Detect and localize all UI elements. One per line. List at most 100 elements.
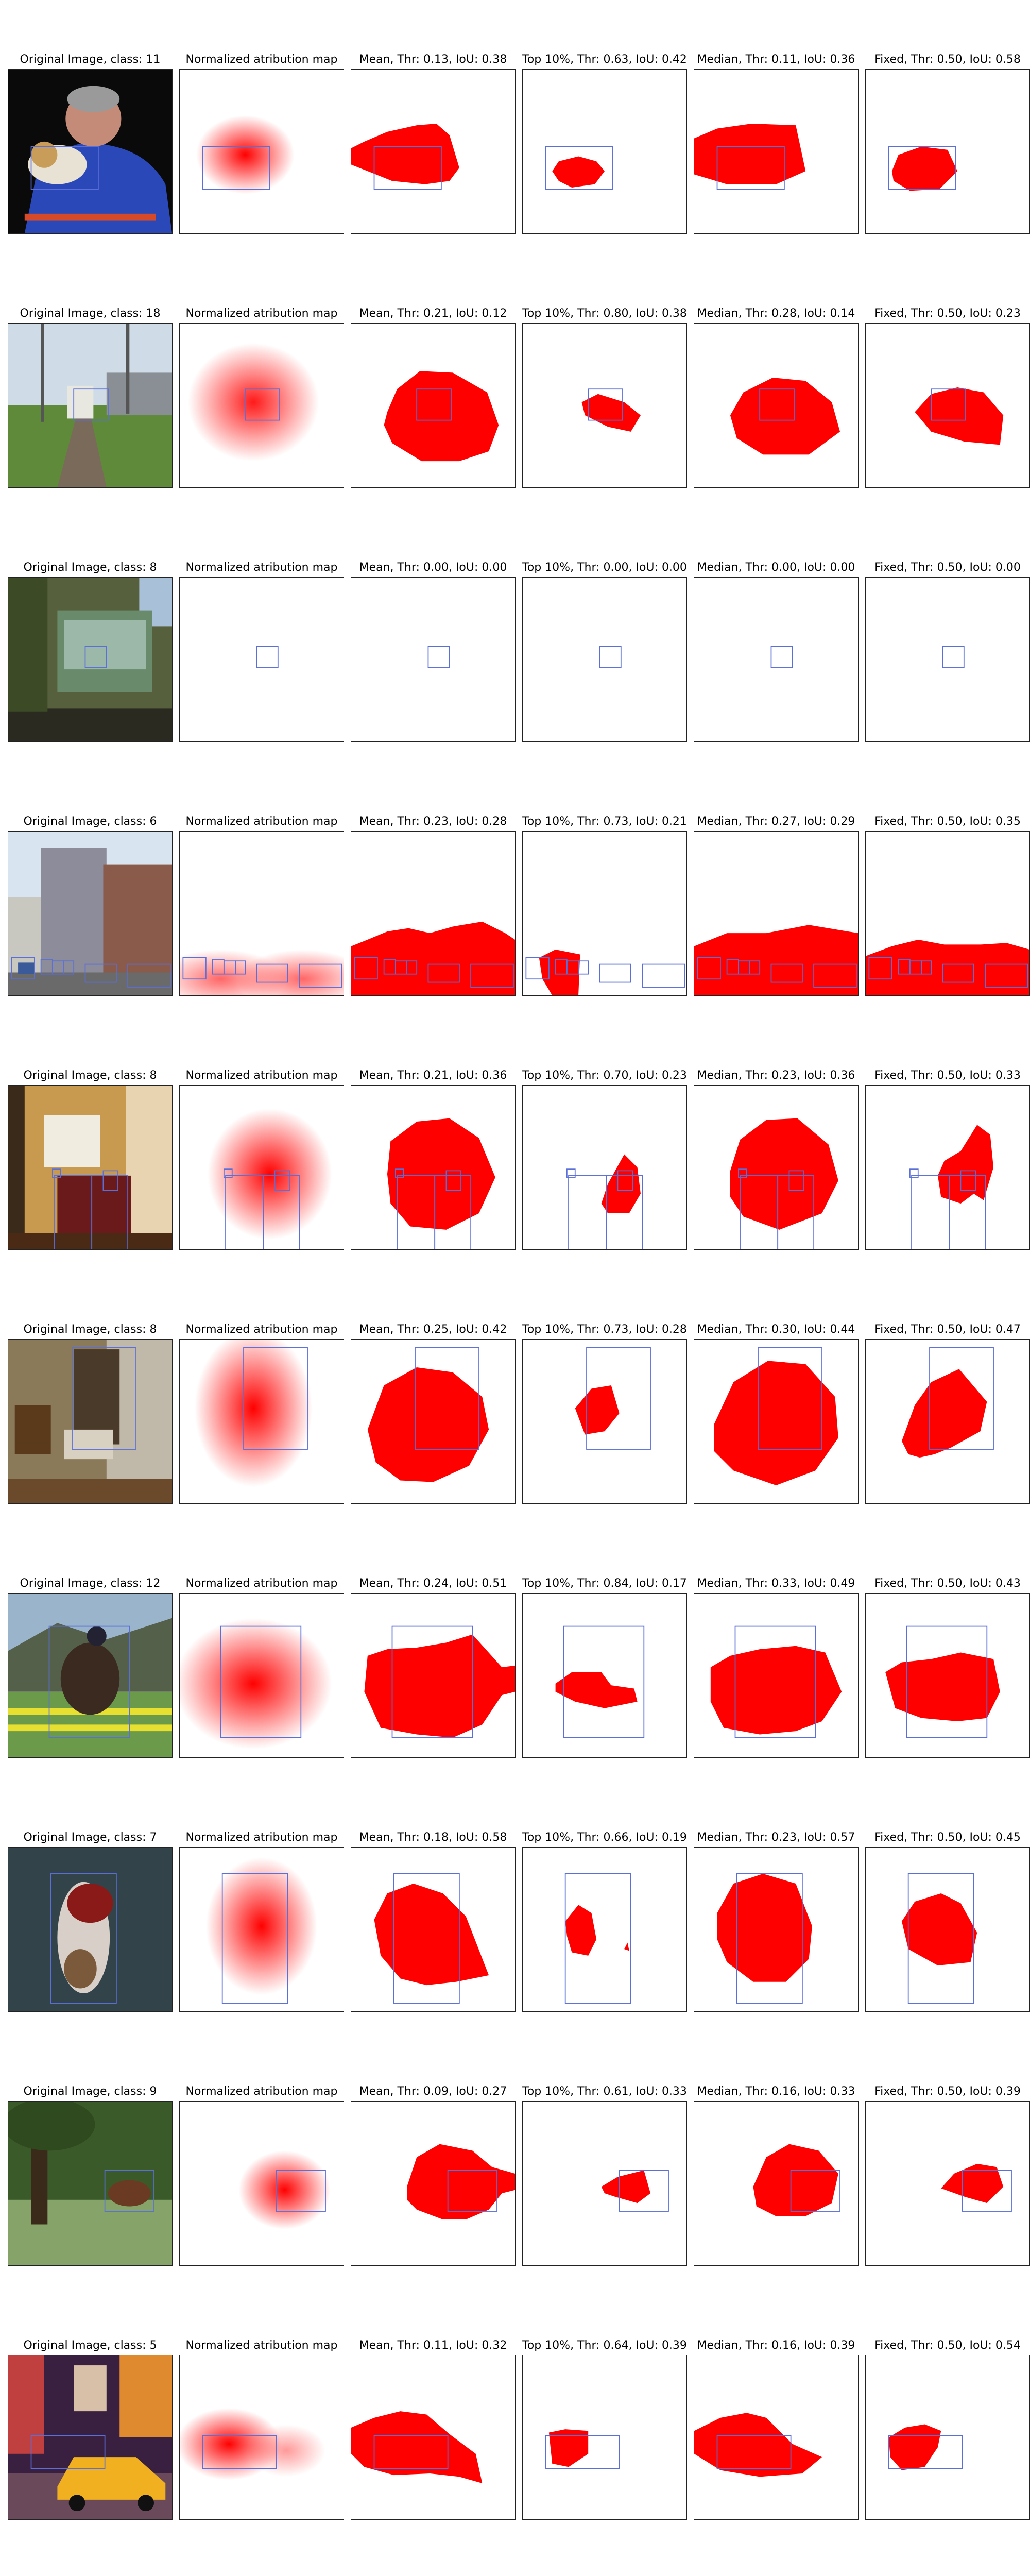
- original-image-street-buildings: [8, 831, 173, 996]
- bbox: [127, 963, 171, 988]
- mask-region: [407, 2144, 515, 2219]
- bbox: [697, 957, 721, 980]
- original-image-cow-tree: [8, 2101, 173, 2266]
- bbox: [868, 957, 892, 980]
- original-image-chair-room: [8, 1339, 173, 1504]
- bbox: [406, 960, 418, 975]
- mask-region: [539, 949, 580, 995]
- mean-threshold-mask: [351, 1339, 516, 1504]
- bbox: [447, 2170, 497, 2212]
- top10-threshold-mask: [522, 1339, 687, 1504]
- top10-mask-title: Top 10%, Thr: 0.73, IoU: 0.21: [522, 815, 687, 828]
- fixed-mask-title: Fixed, Thr: 0.50, IoU: 0.47: [874, 1323, 1021, 1336]
- bbox: [906, 1625, 988, 1738]
- mask-region: [555, 1672, 638, 1708]
- bbox: [586, 1347, 651, 1450]
- original-image-title: Original Image, class: 8: [23, 1069, 157, 1082]
- mask-region: [575, 1385, 620, 1435]
- bbox: [393, 1873, 460, 2004]
- original-image-title: Original Image, class: 8: [23, 561, 157, 574]
- mean-mask-title: Mean, Thr: 0.11, IoU: 0.32: [359, 2339, 507, 2352]
- top10-mask-title: Top 10%, Thr: 0.80, IoU: 0.38: [522, 307, 687, 320]
- bbox: [545, 2435, 620, 2469]
- mean-threshold-mask: [351, 69, 516, 234]
- bbox: [50, 1873, 117, 2004]
- heat-blob: [208, 1108, 332, 1240]
- bbox: [256, 963, 288, 983]
- bbox: [220, 1625, 302, 1738]
- mask-region: [694, 925, 858, 995]
- mean-threshold-mask: [351, 1847, 516, 2012]
- fixed-mask-title: Fixed, Thr: 0.50, IoU: 0.33: [874, 1069, 1021, 1082]
- bbox: [734, 1625, 816, 1738]
- fixed-threshold-mask: [865, 1847, 1030, 2012]
- mean-threshold-mask: [351, 2101, 516, 2266]
- median-mask-title: Median, Thr: 0.16, IoU: 0.33: [697, 2085, 855, 2098]
- bbox: [909, 1168, 919, 1178]
- mask-region: [730, 1118, 838, 1230]
- bbox: [299, 963, 342, 988]
- heat-blob: [237, 949, 344, 995]
- bbox: [758, 1347, 822, 1450]
- original-image-man-with-dog: [8, 69, 173, 234]
- mean-threshold-mask: [351, 323, 516, 488]
- mask-region: [730, 377, 840, 455]
- mean-threshold-mask: [351, 1085, 516, 1250]
- top10-mask-title: Top 10%, Thr: 0.66, IoU: 0.19: [522, 1831, 687, 1844]
- fixed-mask-title: Fixed, Thr: 0.50, IoU: 0.23: [874, 307, 1021, 320]
- bbox: [221, 1873, 288, 2004]
- mean-mask-title: Mean, Thr: 0.25, IoU: 0.42: [359, 1323, 507, 1336]
- mask-region: [753, 2144, 838, 2216]
- top10-mask-title: Top 10%, Thr: 0.73, IoU: 0.28: [522, 1323, 687, 1336]
- mean-mask-title: Mean, Thr: 0.09, IoU: 0.27: [359, 2085, 507, 2098]
- attribution-map: [179, 577, 344, 742]
- mask-region: [885, 1652, 1000, 1722]
- bbox: [202, 2435, 277, 2469]
- fixed-threshold-mask: [865, 2101, 1030, 2266]
- top10-threshold-mask: [522, 69, 687, 234]
- bbox: [30, 146, 99, 190]
- mean-mask-title: Mean, Thr: 0.24, IoU: 0.51: [359, 1577, 507, 1590]
- bbox: [737, 1168, 747, 1178]
- bbox: [942, 646, 965, 668]
- bbox: [907, 1873, 974, 2004]
- bbox: [942, 963, 974, 983]
- mask-region: [581, 394, 641, 432]
- attribution-map-title: Normalized atribution map: [185, 561, 338, 574]
- bbox: [91, 1175, 129, 1249]
- top10-threshold-mask: [522, 1847, 687, 2012]
- bbox: [568, 1175, 607, 1249]
- bbox: [52, 1168, 61, 1178]
- mask-region: [351, 2411, 483, 2484]
- bbox: [104, 2170, 154, 2212]
- top10-threshold-mask: [522, 2355, 687, 2520]
- bbox: [276, 2170, 326, 2212]
- bbox: [564, 1873, 631, 2004]
- heat-blob: [196, 115, 295, 194]
- mean-threshold-mask: [351, 831, 516, 996]
- original-image-title: Original Image, class: 18: [20, 307, 161, 320]
- fixed-threshold-mask: [865, 1085, 1030, 1250]
- top10-threshold-mask: [522, 831, 687, 996]
- fixed-mask-title: Fixed, Thr: 0.50, IoU: 0.43: [874, 1577, 1021, 1590]
- mean-mask-title: Mean, Thr: 0.18, IoU: 0.58: [359, 1831, 507, 1844]
- mask-region: [694, 123, 806, 184]
- mask-region: [624, 1942, 629, 1951]
- attribution-map-title: Normalized atribution map: [185, 2085, 338, 2098]
- bbox: [102, 1170, 118, 1191]
- bbox: [11, 957, 35, 980]
- mask-region: [364, 1634, 515, 1738]
- heat-blob: [205, 1857, 318, 1995]
- bbox: [525, 957, 550, 980]
- bbox: [960, 1170, 976, 1191]
- bbox: [777, 1175, 815, 1249]
- original-image-glass-building: [8, 577, 173, 742]
- bbox: [373, 2435, 449, 2469]
- mean-threshold-mask: [351, 1593, 516, 1758]
- bbox: [985, 963, 1028, 988]
- median-threshold-mask: [694, 69, 859, 234]
- fixed-threshold-mask: [865, 1593, 1030, 1758]
- original-image-train-tracks: [8, 323, 173, 488]
- mask-region: [548, 2429, 589, 2467]
